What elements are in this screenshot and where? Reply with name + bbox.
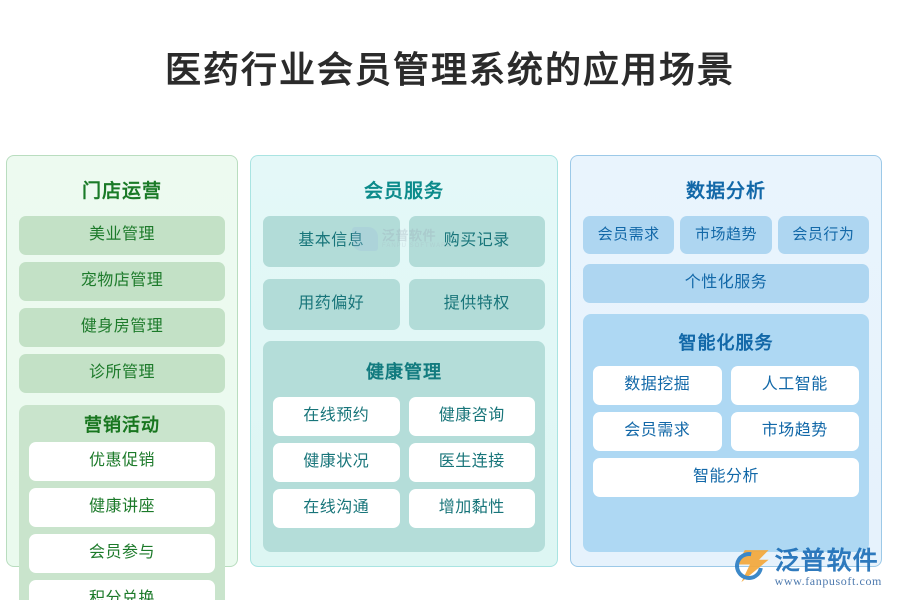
columns-container: 门店运营 美业管理 宠物店管理 健身房管理 诊所管理 营销活动 优惠促销 健康讲… bbox=[6, 155, 894, 600]
intelligent-services-row-1: 数据挖掘 人工智能 bbox=[593, 366, 859, 405]
column-store-operations: 门店运营 美业管理 宠物店管理 健身房管理 诊所管理 营销活动 优惠促销 健康讲… bbox=[6, 155, 238, 600]
item-market-trend[interactable]: 市场趋势 bbox=[680, 216, 772, 254]
item-basic-info[interactable]: 基本信息 bbox=[263, 216, 400, 267]
brand-logo-icon bbox=[729, 546, 769, 586]
item-points-redemption[interactable]: 积分兑换 bbox=[29, 580, 215, 600]
marketing-activities-item-list: 优惠促销 健康讲座 会员参与 积分兑换 bbox=[29, 442, 215, 600]
subcard-header-health-management: 健康管理 bbox=[366, 362, 442, 382]
item-pet-store-management[interactable]: 宠物店管理 bbox=[19, 262, 225, 301]
item-online-appointment[interactable]: 在线预约 bbox=[273, 397, 400, 436]
item-health-status[interactable]: 健康状况 bbox=[273, 443, 400, 482]
item-doctor-connection[interactable]: 医生连接 bbox=[408, 443, 535, 482]
item-purchase-record[interactable]: 购买记录 bbox=[408, 216, 545, 267]
column-header-member-services: 会员服务 bbox=[363, 181, 444, 202]
subcard-header-intelligent-services: 智能化服务 bbox=[678, 333, 774, 353]
health-management-row-1: 在线预约 健康咨询 bbox=[273, 397, 535, 436]
item-market-trend-ai[interactable]: 市场趋势 bbox=[730, 412, 859, 451]
brand-url: www.fanpusoft.com bbox=[774, 574, 882, 589]
health-management-row-2: 健康状况 医生连接 bbox=[273, 443, 535, 482]
item-beauty-management[interactable]: 美业管理 bbox=[19, 216, 225, 255]
health-management-grid: 在线预约 健康咨询 健康状况 医生连接 在线沟通 增加黏性 bbox=[273, 397, 535, 528]
item-member-behavior[interactable]: 会员行为 bbox=[777, 216, 869, 254]
member-services-row-2: 用药偏好 提供特权 bbox=[263, 279, 545, 330]
item-member-participation[interactable]: 会员参与 bbox=[29, 534, 215, 573]
subcard-header-marketing-activities: 营销活动 bbox=[84, 415, 160, 435]
subcard-marketing-activities: 营销活动 优惠促销 健康讲座 会员参与 积分兑换 bbox=[19, 405, 225, 600]
health-management-row-3: 在线沟通 增加黏性 bbox=[273, 489, 535, 528]
item-clinic-management[interactable]: 诊所管理 bbox=[19, 354, 225, 393]
brand-logo: 泛普软件 www.fanpusoft.com bbox=[729, 546, 882, 588]
subcard-intelligent-services: 智能化服务 数据挖掘 人工智能 会员需求 市场趋势 智能分析 bbox=[583, 314, 869, 552]
intelligent-services-grid: 数据挖掘 人工智能 会员需求 市场趋势 智能分析 bbox=[593, 366, 859, 497]
column-header-store-operations: 门店运营 bbox=[81, 181, 162, 202]
item-promotion[interactable]: 优惠促销 bbox=[29, 442, 215, 481]
intelligent-services-row-2: 会员需求 市场趋势 bbox=[593, 412, 859, 451]
member-services-row-1: 基本信息 购买记录 bbox=[263, 216, 545, 267]
member-services-grid: 基本信息 购买记录 用药偏好 提供特权 bbox=[263, 216, 545, 330]
data-analysis-grid: 会员需求 市场趋势 会员行为 个性化服务 bbox=[583, 216, 869, 303]
subcard-health-management: 健康管理 在线预约 健康咨询 健康状况 医生连接 在线沟通 增加黏性 bbox=[263, 341, 545, 552]
item-data-mining[interactable]: 数据挖掘 bbox=[593, 366, 722, 405]
item-gym-management[interactable]: 健身房管理 bbox=[19, 308, 225, 347]
column-data-analysis: 数据分析 会员需求 市场趋势 会员行为 个性化服务 智能化服务 数据挖掘 人工智… bbox=[570, 155, 882, 567]
page-title: 医药行业会员管理系统的应用场景 bbox=[164, 49, 735, 90]
column-member-services: 会员服务 基本信息 购买记录 用药偏好 提供特权 健康管理 在线预约 健康咨询 … bbox=[250, 155, 558, 567]
item-medication-preference[interactable]: 用药偏好 bbox=[263, 279, 400, 330]
item-provide-privileges[interactable]: 提供特权 bbox=[408, 279, 545, 330]
item-intelligent-analysis[interactable]: 智能分析 bbox=[593, 458, 859, 497]
data-analysis-row-1: 会员需求 市场趋势 会员行为 bbox=[583, 216, 869, 254]
column-header-data-analysis: 数据分析 bbox=[685, 181, 766, 202]
item-online-communication[interactable]: 在线沟通 bbox=[273, 489, 400, 528]
item-health-lecture[interactable]: 健康讲座 bbox=[29, 488, 215, 527]
item-member-demand[interactable]: 会员需求 bbox=[583, 216, 675, 254]
brand-name: 泛普软件 bbox=[774, 547, 879, 576]
item-artificial-intelligence[interactable]: 人工智能 bbox=[730, 366, 859, 405]
item-personalized-service[interactable]: 个性化服务 bbox=[583, 264, 869, 303]
item-health-consultation[interactable]: 健康咨询 bbox=[408, 397, 535, 436]
brand-logo-text: 泛普软件 www.fanpusoft.com bbox=[775, 548, 882, 588]
item-increase-stickiness[interactable]: 增加黏性 bbox=[408, 489, 535, 528]
store-operations-item-list: 美业管理 宠物店管理 健身房管理 诊所管理 bbox=[19, 216, 225, 393]
item-member-demand-ai[interactable]: 会员需求 bbox=[593, 412, 722, 451]
